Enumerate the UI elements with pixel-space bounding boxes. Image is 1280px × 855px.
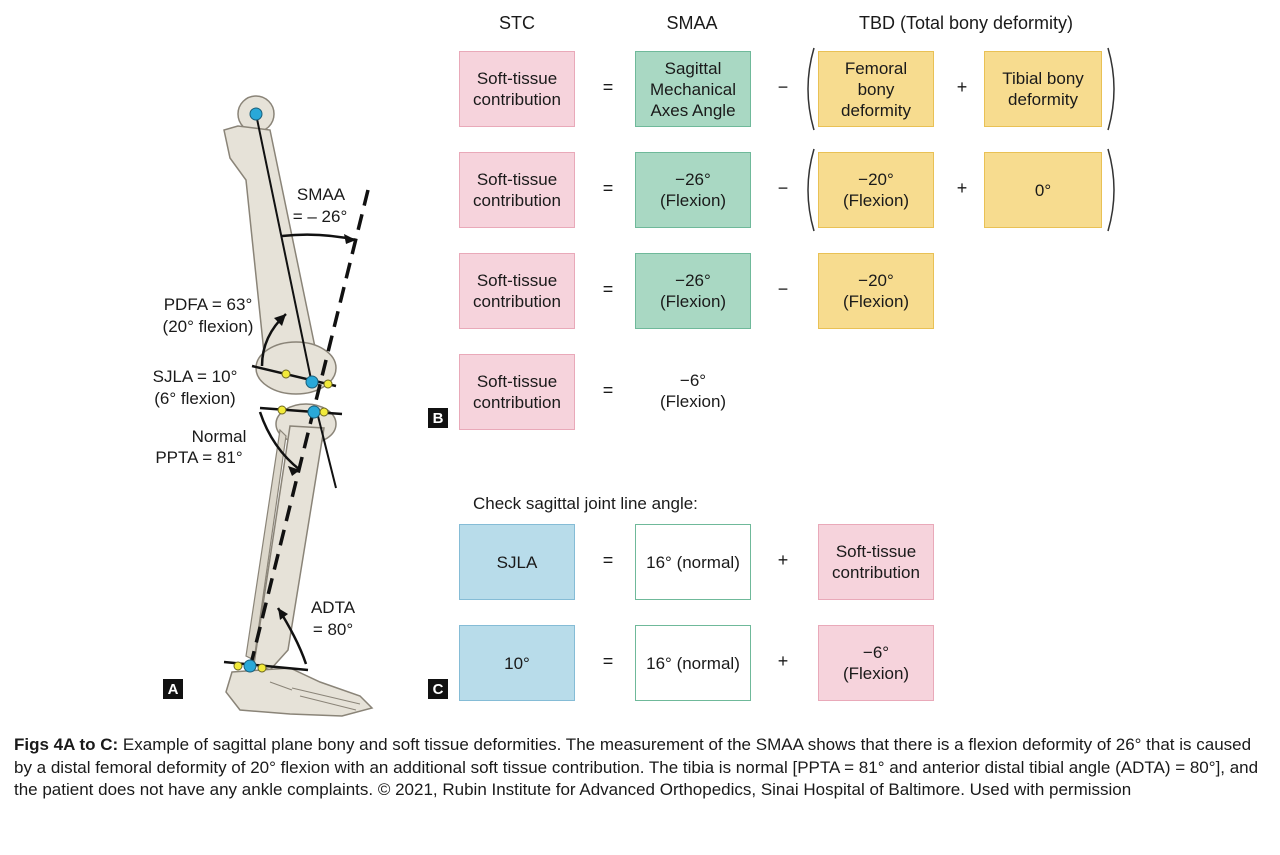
stc-result-value: −6° (Flexion) <box>659 371 727 411</box>
stc-box: Soft-tissue contribution <box>459 354 575 430</box>
ppta-arc <box>258 411 301 471</box>
leg-illustration <box>223 95 374 717</box>
equals-sign: = <box>602 651 614 671</box>
smaa-label-name: SMAA <box>296 185 346 204</box>
hip-center-point <box>249 107 263 121</box>
open-paren <box>807 148 815 232</box>
stc-box: Soft-tissue contribution <box>459 51 575 127</box>
stc-box: Soft-tissue contribution <box>818 524 934 600</box>
landmark-dot <box>277 405 287 415</box>
header-tbd: TBD (Total bony deformity) <box>858 13 1074 33</box>
plus-sign: + <box>956 77 968 97</box>
stc-value-box: −6° (Flexion) <box>818 625 934 701</box>
equals-sign: = <box>602 178 614 198</box>
landmark-dot <box>281 369 291 379</box>
pdfa-arrowhead <box>274 314 286 326</box>
landmark-dot <box>323 379 333 389</box>
caption-label: Figs 4A to C: <box>14 735 119 754</box>
figure-caption: Figs 4A to C: Example of sagittal plane … <box>14 734 1266 802</box>
smaa-label-value: = – 26° <box>292 207 348 226</box>
smaa-arrowhead <box>344 234 356 244</box>
pdfa-label-value: PDFA = 63° <box>163 295 253 314</box>
plus-sign: + <box>956 178 968 198</box>
equals-sign: = <box>602 550 614 570</box>
smaa-reference-dashed-line <box>248 189 370 669</box>
minus-sign: − <box>777 279 789 299</box>
close-paren <box>1107 47 1115 131</box>
panel-b-tag: B <box>428 408 448 428</box>
header-smaa: SMAA <box>666 13 718 33</box>
tibia-bone <box>245 403 337 671</box>
panel-c-tag: C <box>428 679 448 699</box>
normal-sjla-box: 16° (normal) <box>635 625 751 701</box>
smaa-value-box: −26° (Flexion) <box>635 152 751 228</box>
sjla-label-note: (6° flexion) <box>154 389 236 408</box>
femur-bone <box>223 95 337 395</box>
femoral-deformity-value-box: −20° (Flexion) <box>818 253 934 329</box>
ppta-arrowhead <box>288 466 300 476</box>
femoral-deformity-box: Femoral bony deformity <box>818 51 934 127</box>
smaa-box: Sagittal Mechanical Axes Angle <box>635 51 751 127</box>
normal-sjla-box: 16° (normal) <box>635 524 751 600</box>
minus-sign: − <box>777 77 789 97</box>
sjla-value-box: 10° <box>459 625 575 701</box>
equals-sign: = <box>602 380 614 400</box>
pdfa-label-note: (20° flexion) <box>162 317 254 336</box>
ppta-label-normal: Normal <box>191 427 247 446</box>
adta-arrowhead <box>278 608 288 620</box>
femoral-deformity-value-box: −20° (Flexion) <box>818 152 934 228</box>
tibial-deformity-box: Tibial bony deformity <box>984 51 1102 127</box>
tibial-plateau-center-point <box>307 405 321 419</box>
landmark-dot <box>319 407 329 417</box>
smaa-value-box: −26° (Flexion) <box>635 253 751 329</box>
landmark-dot <box>233 661 243 671</box>
equals-sign: = <box>602 279 614 299</box>
adta-label-name: ADTA <box>310 598 356 617</box>
tibial-deformity-value-box: 0° <box>984 152 1102 228</box>
panel-a-tag: A <box>163 679 183 699</box>
plus-sign: + <box>777 550 789 570</box>
panel-c-title: Check sagittal joint line angle: <box>473 494 698 513</box>
landmark-dot <box>257 663 267 673</box>
sjla-label-value: SJLA = 10° <box>152 367 238 386</box>
foot-bones <box>225 667 374 717</box>
stc-box: Soft-tissue contribution <box>459 152 575 228</box>
minus-sign: − <box>777 178 789 198</box>
header-stc: STC <box>499 13 535 33</box>
stc-box: Soft-tissue contribution <box>459 253 575 329</box>
femoral-axis-line <box>255 113 313 385</box>
distal-femoral-joint-line <box>251 364 337 388</box>
open-paren <box>807 47 815 131</box>
plus-sign: + <box>777 651 789 671</box>
ankle-center-point <box>243 659 257 673</box>
equals-sign: = <box>602 77 614 97</box>
close-paren <box>1107 148 1115 232</box>
adta-label-value: = 80° <box>312 620 354 639</box>
caption-text: Example of sagittal plane bony and soft … <box>14 735 1259 799</box>
sjla-box: SJLA <box>459 524 575 600</box>
knee-center-point <box>305 375 319 389</box>
tibial-axis-line <box>315 407 337 489</box>
ppta-label-value: PPTA = 81° <box>155 448 243 467</box>
